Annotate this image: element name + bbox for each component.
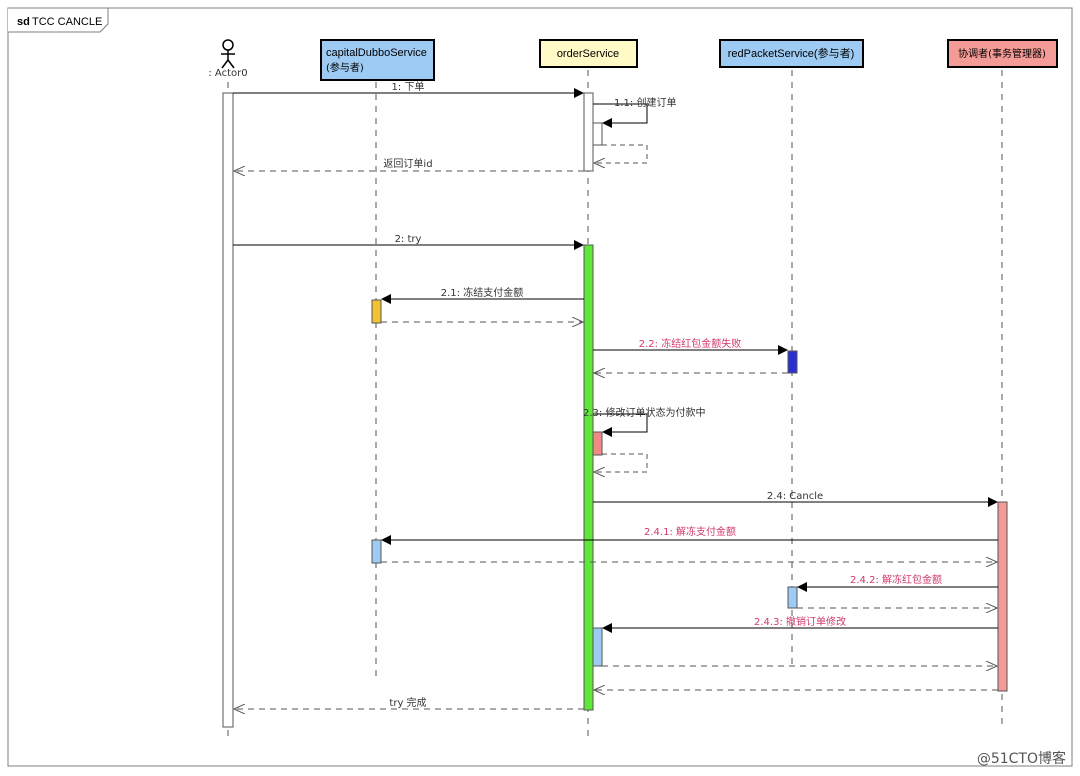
message-1-1-label: 1.1: 创建订单	[614, 96, 676, 109]
participant-order-name: orderService	[557, 48, 619, 60]
message-1-1-return	[594, 144, 648, 163]
activation-capital-unfreeze	[371, 539, 382, 564]
participant-capital-name: capitalDubboService	[326, 47, 427, 59]
activation-order-revert	[592, 627, 603, 667]
message-2-2-label: 2.2: 冻结红包金额失败	[639, 337, 741, 350]
message-2-3-return	[594, 453, 648, 472]
message-2-4-1-label: 2.4.1: 解冻支付金额	[644, 525, 736, 538]
participant-capital: capitalDubboService (参与者)	[320, 39, 435, 81]
message-1-1-arrow	[593, 103, 648, 128]
frame-keyword: sd	[17, 16, 30, 28]
activation-capital-freeze	[371, 299, 382, 324]
activation-red-unfreeze	[787, 586, 798, 609]
activation-order-try	[583, 244, 594, 711]
frame-tab	[8, 7, 109, 33]
activation-order-create	[583, 92, 594, 172]
message-2-1-label: 2.1: 冻结支付金额	[441, 286, 523, 299]
participant-red: redPacketService(参与者)	[719, 39, 864, 68]
activation-actor	[222, 92, 234, 728]
participant-red-name: redPacketService(参与者)	[728, 46, 855, 60]
watermark: @51CTO博客	[976, 751, 1066, 767]
activation-order-create-self	[592, 122, 603, 146]
message-1-label: 1: 下单	[392, 81, 425, 93]
activation-red-freeze	[787, 350, 798, 374]
participant-capital-role: (参与者)	[326, 61, 364, 74]
message-2-4-3-label: 2.4.3: 撤销订单修改	[754, 615, 846, 628]
message-2-3-arrow	[593, 413, 648, 437]
participant-coord: 协调者(事务管理器)	[947, 39, 1058, 68]
frame-title: TCC CANCLE	[32, 16, 102, 28]
message-2-4-label: 2.4: Cancle	[767, 491, 823, 502]
actor-icon	[221, 39, 235, 69]
participant-order: orderService	[539, 39, 638, 68]
frame-border	[7, 7, 1073, 767]
activation-coord	[997, 501, 1008, 692]
participant-coord-name: 协调者(事务管理器)	[958, 47, 1046, 60]
participant-actor-label: : Actor0	[208, 68, 247, 79]
message-done-label: try 完成	[389, 696, 426, 709]
activation-order-modify	[592, 431, 603, 456]
message-return-id-label: 返回订单id	[383, 158, 432, 170]
message-2-label: 2: try	[395, 234, 422, 245]
message-2-4-2-label: 2.4.2: 解冻红包金额	[850, 573, 942, 586]
message-2-3-label: 2.3: 修改订单状态为付款中	[583, 406, 705, 419]
